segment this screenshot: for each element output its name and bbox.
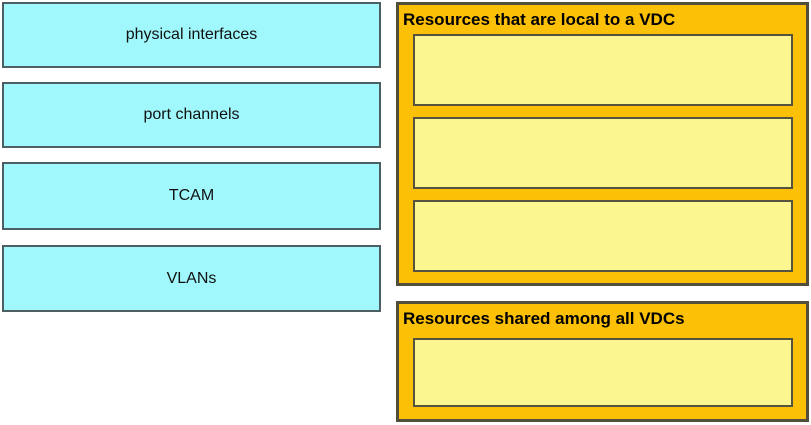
drag-item-label: TCAM xyxy=(168,187,215,204)
drag-item-label: port channels xyxy=(143,106,240,123)
drop-slot-local-3[interactable] xyxy=(413,200,793,272)
drop-slot-local-1[interactable] xyxy=(413,34,793,106)
drag-item-port-channels[interactable]: port channels xyxy=(2,82,381,148)
panel-local-title: Resources that are local to a VDC xyxy=(403,10,676,29)
drag-item-label: physical interfaces xyxy=(125,26,258,43)
drop-slot-shared-1[interactable] xyxy=(413,338,793,407)
drag-item-tcam[interactable]: TCAM xyxy=(2,162,381,230)
panel-shared-all-vdcs: Resources shared among all VDCs xyxy=(396,301,809,422)
drag-item-physical-interfaces[interactable]: physical interfaces xyxy=(2,2,381,68)
drop-slot-local-2[interactable] xyxy=(413,117,793,189)
drag-item-vlans[interactable]: VLANs xyxy=(2,245,381,312)
panel-local-to-vdc: Resources that are local to a VDC xyxy=(396,2,809,286)
panel-shared-title: Resources shared among all VDCs xyxy=(403,309,685,328)
drag-item-label: VLANs xyxy=(166,269,217,287)
